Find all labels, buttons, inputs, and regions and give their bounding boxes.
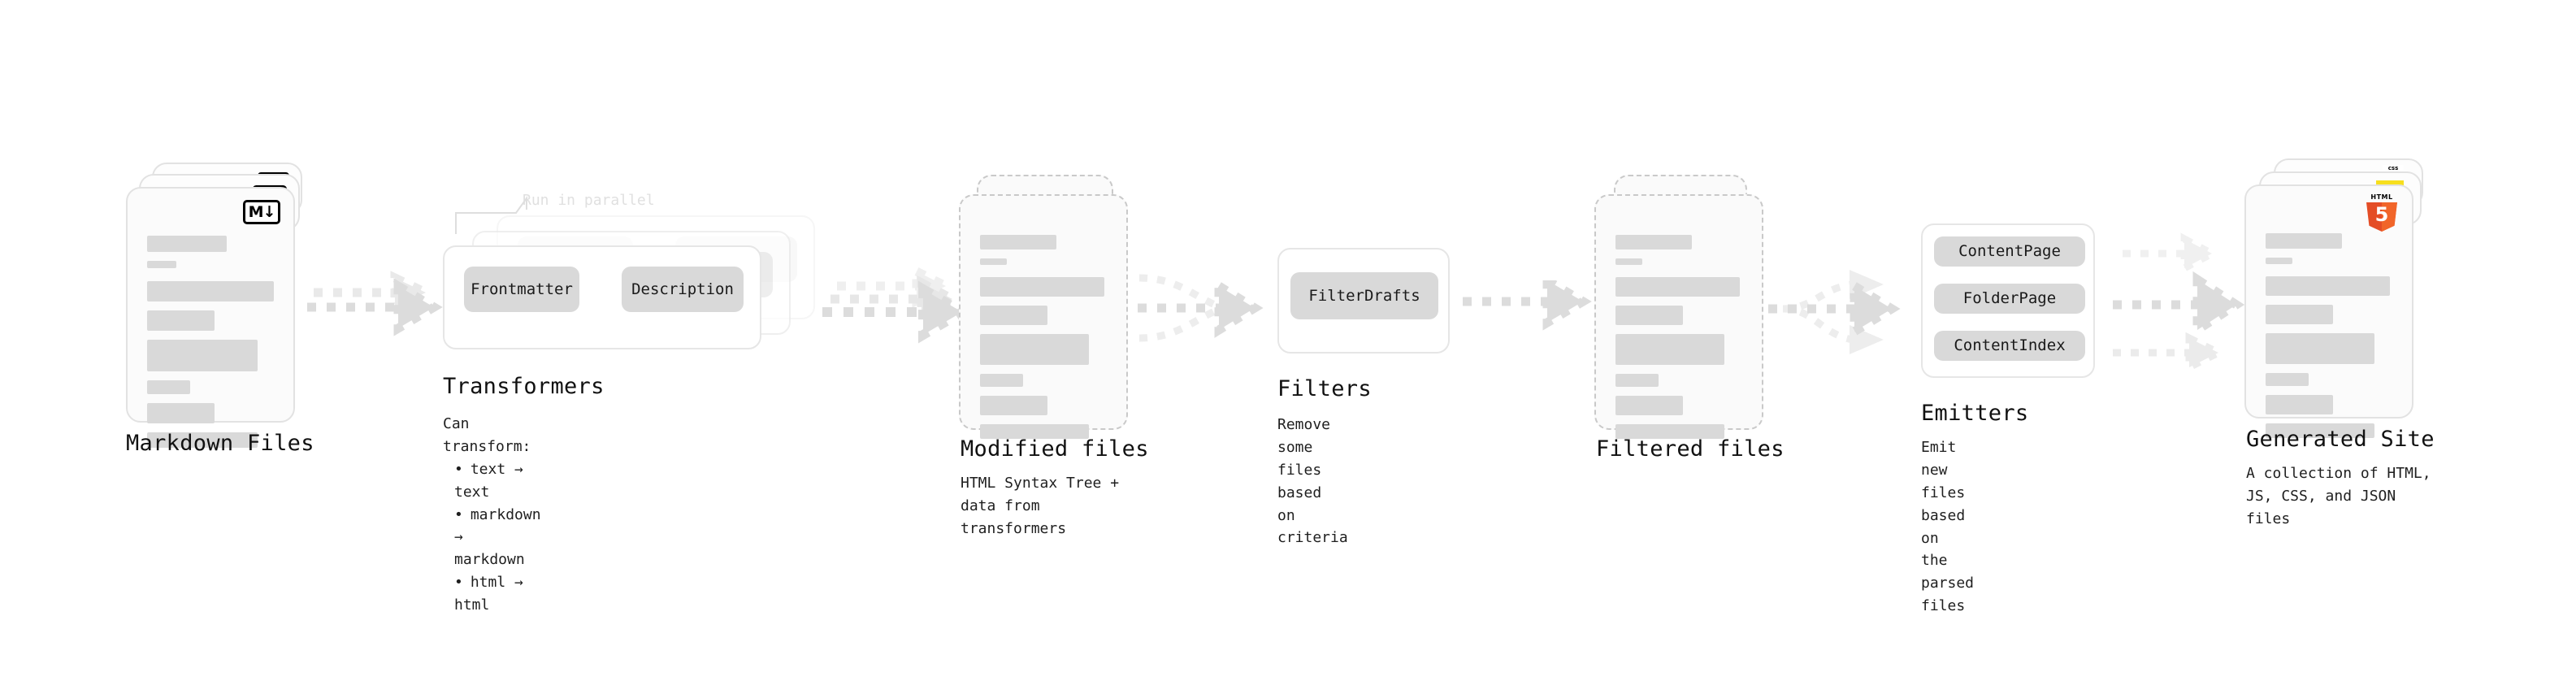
stage-title: Emitters xyxy=(1921,401,2029,426)
card-content-lines xyxy=(1615,235,1742,448)
card-content-lines xyxy=(980,235,1107,448)
bullet-text: text → text xyxy=(454,458,541,504)
stage-description: Emit new files based on the parsed files xyxy=(1921,439,1975,615)
bullet-html: html → html xyxy=(454,571,541,617)
emitters-panel: ContentPage FolderPage ContentIndex xyxy=(1921,223,2095,378)
html5-icon: HTML 5 xyxy=(2366,193,2397,232)
stage-generated-site: css HTML 5 xyxy=(2244,158,2434,527)
modified-card-stack xyxy=(959,175,1138,439)
site-card-stack: css HTML 5 xyxy=(2244,158,2431,438)
stage-title: Filtered files xyxy=(1596,436,1785,462)
markdown-card-stack: M↓ M↓ M↓ xyxy=(126,163,313,448)
html5-number: 5 xyxy=(2374,203,2389,226)
connector-modified-to-filters xyxy=(1138,274,1264,342)
html5-icon-label: HTML xyxy=(2370,193,2393,201)
filtered-card-front xyxy=(1594,194,1763,439)
filter-pill-filterdrafts[interactable]: FilterDrafts xyxy=(1290,272,1438,319)
modified-card-front xyxy=(959,194,1128,439)
stage-markdown-files: M↓ M↓ M↓ Markdown Files xyxy=(126,163,314,456)
filters-panel: FilterDrafts xyxy=(1277,248,1450,354)
stage-filtered-files: Filtered files xyxy=(1594,175,1784,462)
stage-title: Modified files xyxy=(961,436,1149,462)
html5-shield xyxy=(2366,202,2397,232)
emitter-pill-contentpage[interactable]: ContentPage xyxy=(1934,236,2085,267)
stage-description: A collection of HTML, JS, CSS, and JSON … xyxy=(2246,465,2431,527)
stage-title: Filters xyxy=(1277,376,1372,401)
transformers-description: Can transform: text → text markdown → ma… xyxy=(443,413,541,617)
emitter-pill-contentindex[interactable]: ContentIndex xyxy=(1934,331,2085,361)
stage-description: Remove some files based on criteria xyxy=(1277,416,1348,547)
filtered-card-stack xyxy=(1594,175,1773,439)
site-card-front-html: HTML 5 xyxy=(2244,184,2413,438)
stage-title: Transformers xyxy=(443,374,605,399)
transformers-bullet-list: text → text markdown → markdown html → h… xyxy=(443,458,541,617)
transformer-pill-description[interactable]: Description xyxy=(622,267,744,312)
card-content-lines xyxy=(2266,233,2392,447)
transformers-description-lead: Can transform: xyxy=(443,415,531,455)
markdown-card-front: M↓ xyxy=(126,187,295,448)
card-content-lines xyxy=(147,236,274,457)
stage-modified-files: Modified files HTML Syntax Tree + data f… xyxy=(959,175,1148,537)
stage-title: Generated Site xyxy=(2246,427,2435,452)
emitter-pill-folderpage[interactable]: FolderPage xyxy=(1934,284,2085,314)
bullet-markdown: markdown → markdown xyxy=(454,504,541,572)
transformer-pill-frontmatter[interactable]: Frontmatter xyxy=(464,267,579,312)
run-in-parallel-label: Run in parallel xyxy=(523,192,655,209)
stage-description: HTML Syntax Tree + data from transformer… xyxy=(961,475,1120,537)
transformer-panel-front: Frontmatter Description xyxy=(443,245,761,349)
connector-filtered-to-emitters xyxy=(1768,270,1901,354)
stage-title: Markdown Files xyxy=(126,431,314,456)
markdown-badge: M↓ xyxy=(243,200,280,224)
